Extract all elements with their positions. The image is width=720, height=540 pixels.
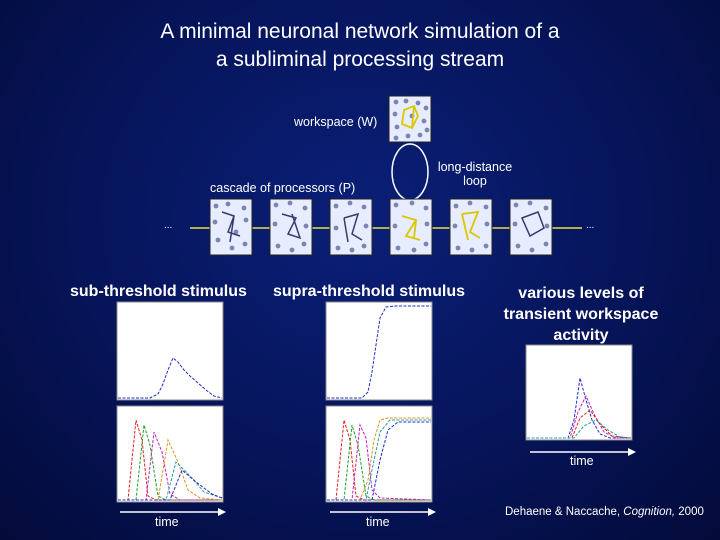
time-label-right: time: [570, 454, 594, 468]
cascade-label: cascade of processors (P): [210, 181, 355, 195]
plot-subthreshold-bottom: [117, 406, 223, 502]
workspace-levels-label: various levels of transient workspace ac…: [488, 283, 674, 346]
ellipsis-left: ...: [164, 220, 172, 231]
workspace-levels-line-3: activity: [488, 325, 674, 346]
processor-module-5: [450, 199, 492, 255]
citation: Dehaene & Naccache, Cognition, 2000: [505, 506, 704, 518]
subthreshold-label: sub-threshold stimulus: [70, 283, 247, 301]
workspace-module: [389, 96, 431, 142]
long-distance-loop: [392, 144, 428, 200]
loop-label: long-distance loop: [430, 160, 520, 188]
workspace-label: workspace (W): [294, 115, 377, 129]
workspace-levels-line-1: various levels of: [488, 283, 674, 304]
citation-journal: Cognition,: [623, 506, 675, 518]
plot-suprathreshold-bottom: [326, 406, 432, 502]
loop-label-line-1: long-distance: [430, 160, 520, 174]
ellipsis-right: ...: [586, 220, 594, 231]
processor-module-1: [210, 199, 252, 255]
citation-authors: Dehaene & Naccache,: [505, 506, 623, 518]
time-label-left: time: [155, 515, 179, 529]
suprathreshold-label: supra-threshold stimulus: [273, 283, 465, 301]
processor-module-2: [270, 199, 312, 255]
processor-module-4: [390, 199, 432, 255]
citation-year: 2000: [675, 506, 704, 518]
plot-subthreshold-top: [117, 302, 223, 400]
workspace-levels-line-2: transient workspace: [488, 304, 674, 325]
loop-label-line-2: loop: [430, 174, 520, 188]
plot-workspace-activity: [526, 345, 632, 440]
time-label-mid: time: [366, 515, 390, 529]
plot-suprathreshold-top: [326, 302, 432, 400]
processor-module-6: [510, 199, 552, 255]
processor-module-3: [330, 199, 372, 255]
